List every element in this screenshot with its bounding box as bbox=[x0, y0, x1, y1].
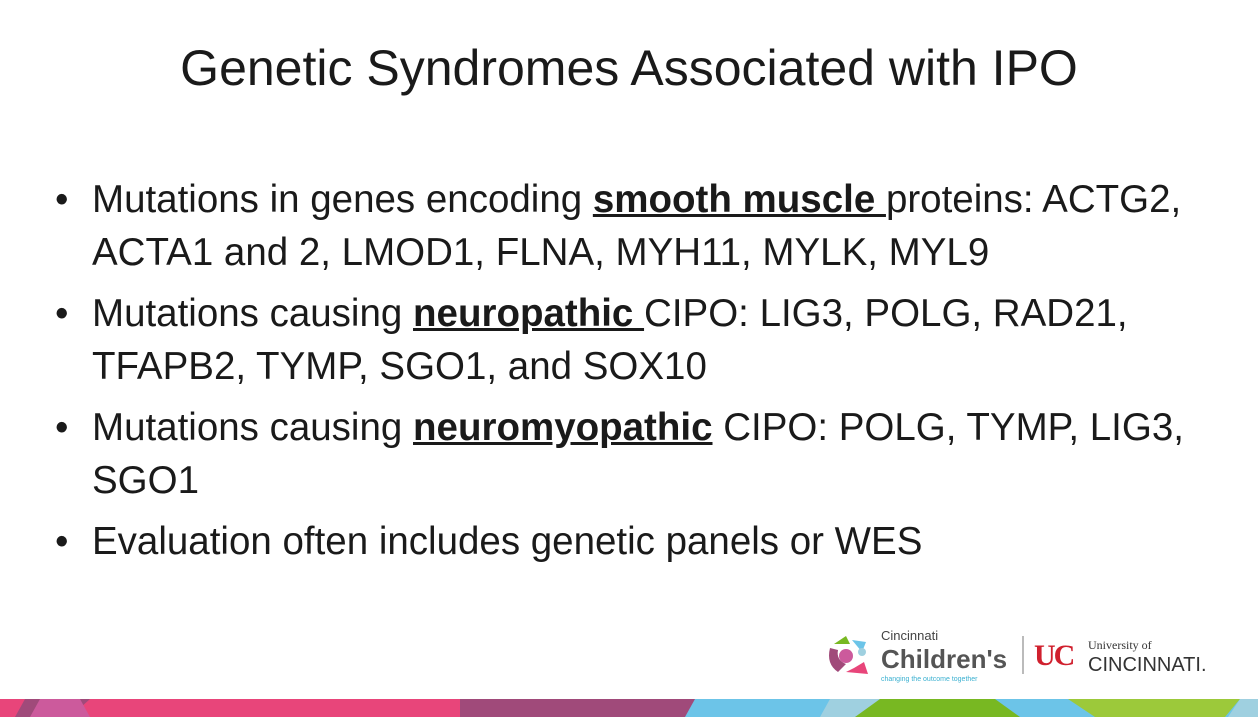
bullet-item: • Mutations causing neuropathic CIPO: LIG… bbox=[55, 287, 1205, 393]
bullet-marker: • bbox=[55, 292, 69, 335]
bullet-text: Mutations causing bbox=[92, 406, 414, 449]
bullet-item: • Mutations causing neuromyopathic CIPO: … bbox=[55, 401, 1205, 507]
slide-title: Genetic Syndromes Associated with IPO bbox=[180, 40, 1078, 96]
bullet-emphasis: neuromyopathic bbox=[413, 406, 713, 449]
bullet-text: Evaluation often includes genetic panels… bbox=[92, 520, 923, 563]
bullet-text: Mutations causing bbox=[92, 292, 414, 335]
logo-divider bbox=[1022, 636, 1024, 674]
bullet-text: CIPO: POLG, TYMP, LIG3, SGO1 bbox=[92, 406, 1184, 502]
logo-text: University of bbox=[1088, 638, 1152, 652]
bullet-marker: • bbox=[55, 520, 69, 563]
cincinnati-childrens-wordmark: Cincinnati Children's changing the outco… bbox=[881, 628, 1007, 685]
bullet-emphasis: smooth muscle bbox=[592, 178, 886, 221]
decorative-footer-band bbox=[0, 699, 1258, 717]
logo-text: Cincinnati bbox=[881, 628, 939, 643]
bullet-marker: • bbox=[55, 178, 69, 221]
bullet-text: Mutations in genes encoding bbox=[92, 178, 593, 221]
uc-wordmark: University of CINCINNATI. bbox=[1088, 638, 1207, 677]
logo-tagline: changing the outcome together bbox=[881, 676, 978, 683]
bullet-marker: • bbox=[55, 406, 69, 449]
bullet-text: proteins: ACTG2, ACTA1 and 2, LMOD1, FLN… bbox=[92, 178, 1182, 274]
bullet-emphasis: neuropathic bbox=[413, 292, 645, 335]
bullet-text: CIPO: LIG3, POLG, RAD21, TFAPB2, TYMP, S… bbox=[92, 292, 1128, 388]
cincinnati-childrens-logo-icon bbox=[829, 636, 868, 674]
bullet-item: • Evaluation often includes genetic panel… bbox=[55, 515, 1205, 568]
uc-logo-mark: UC bbox=[1034, 639, 1075, 672]
logo-text: CINCINNATI. bbox=[1088, 654, 1207, 676]
bullet-item: • Mutations in genes encoding smooth musc… bbox=[55, 173, 1205, 279]
bullet-list: • Mutations in genes encoding smooth musc… bbox=[55, 173, 1205, 576]
logo-text: Children's bbox=[881, 644, 1008, 674]
footer-logos: Cincinnati Children's changing the outco… bbox=[826, 628, 1226, 688]
